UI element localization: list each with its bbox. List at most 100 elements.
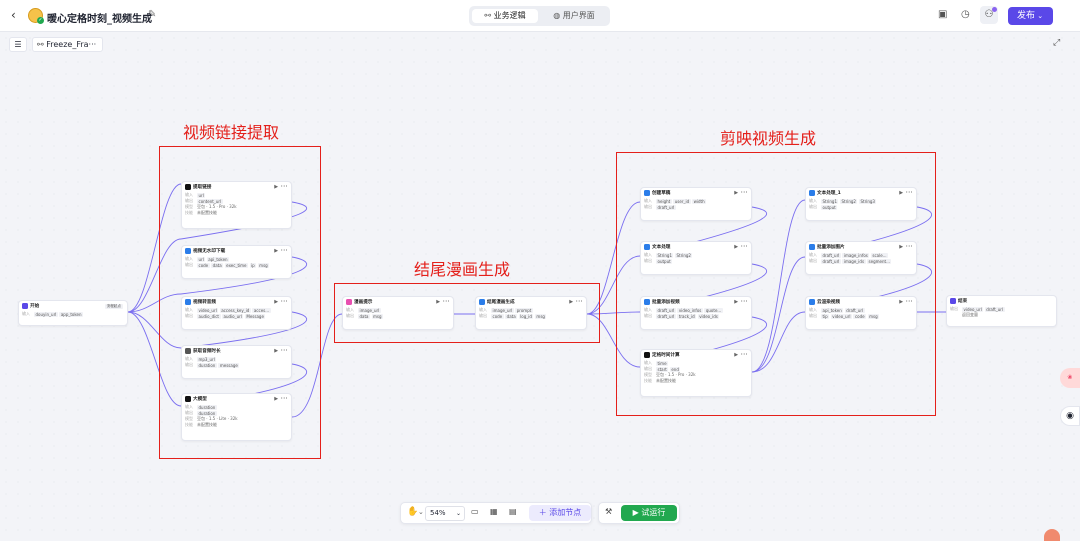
node-actions-icon[interactable]: ▶ ···: [569, 299, 583, 305]
param-chip: msg: [534, 313, 547, 319]
panel-toggle-button[interactable]: ☰: [9, 37, 27, 52]
param-chip: output: [821, 204, 838, 210]
row-label: 输出: [185, 410, 193, 415]
node-actions-icon[interactable]: ▶ ···: [734, 352, 748, 358]
param-chip: String1: [821, 198, 839, 204]
calendar-icon[interactable]: ▣: [938, 9, 948, 20]
param-chip: draft_url: [656, 307, 676, 313]
param-chip: end: [669, 366, 681, 372]
node-actions-icon[interactable]: ▶ ···: [274, 299, 288, 305]
node-actions-icon[interactable]: ▶ ···: [734, 244, 748, 250]
tab-business-logic-label: 业务逻辑: [493, 11, 526, 20]
node-actions-icon[interactable]: ▶ ···: [734, 299, 748, 305]
node-actions-icon[interactable]: ▶ ···: [274, 348, 288, 354]
debug-icon[interactable]: ⚒: [605, 507, 613, 516]
flow-icon: ⚯: [484, 11, 494, 20]
node-actions-icon[interactable]: ▶ ···: [899, 299, 913, 305]
node-actions-icon[interactable]: ▶ ···: [436, 299, 450, 305]
chevron-down-icon[interactable]: ⌄: [418, 508, 424, 516]
edge: [180, 201, 308, 240]
tab-user-interface-label: 用户界面: [562, 11, 595, 20]
param-chip: draft_url: [821, 258, 841, 264]
collaborators-button[interactable]: ⚇: [980, 6, 998, 24]
node-actions-icon[interactable]: ▶ ···: [734, 190, 748, 196]
row-label: 输入: [185, 307, 193, 312]
param-chip: video_url: [962, 306, 984, 312]
param-chip: segment...: [867, 258, 892, 264]
row-label: 输入: [185, 256, 193, 261]
edge: [127, 311, 182, 349]
publish-button[interactable]: 发布 ⌄: [1008, 7, 1053, 25]
row-label: 输出: [809, 313, 817, 318]
llm-icon: [185, 396, 191, 402]
record-icon: ◉: [1066, 411, 1074, 421]
workflow-chip-label: Freeze_Fra···: [46, 40, 97, 49]
history-icon[interactable]: ◷: [961, 9, 970, 20]
add-node-button[interactable]: ＋ 添加节点: [529, 505, 591, 521]
text-icon: [809, 190, 815, 196]
param-chip: String2: [674, 252, 693, 258]
back-icon[interactable]: ‹: [11, 8, 16, 22]
node-actions-icon[interactable]: ▶ ···: [899, 244, 913, 250]
annotation-video-link: 视频链接提取: [183, 123, 280, 142]
test-run-label: 试运行: [641, 508, 666, 517]
page-title: 暖心定格时刻_视频生成: [47, 14, 152, 25]
workflow-canvas[interactable]: 视频链接提取 结尾漫画生成 剪映视频生成 ☰ ⚯ Freeze_Fra··· ⤢…: [0, 32, 1080, 541]
edge: [127, 293, 182, 313]
param-chip: code: [491, 313, 504, 319]
llm-icon: [185, 184, 191, 190]
workflow-chip[interactable]: ⚯ Freeze_Fra···: [32, 37, 103, 52]
minimap-icon[interactable]: ▤: [509, 507, 517, 516]
param-chip: code: [197, 262, 210, 268]
node-actions-icon[interactable]: ▶ ···: [274, 396, 288, 402]
comment-icon[interactable]: ▭: [471, 507, 479, 516]
float-assistant-button[interactable]: ❀: [1060, 368, 1080, 388]
param-chip: width: [692, 198, 707, 204]
node-title: 结束: [958, 299, 968, 304]
zoom-select[interactable]: 54%⌄: [425, 506, 465, 521]
node-actions-icon[interactable]: ▶ ···: [899, 190, 913, 196]
edge: [586, 201, 641, 315]
row-label: 输出: [809, 258, 817, 263]
run-toolbar: ⚒ ▶ 试运行: [598, 502, 680, 524]
plus-icon: ＋: [538, 508, 550, 517]
text-icon: [644, 244, 650, 250]
test-run-button[interactable]: ▶ 试运行: [621, 505, 677, 521]
node-title: 漫画提示: [354, 300, 373, 305]
tab-user-interface[interactable]: ◍ 用户界面: [541, 9, 607, 23]
node-actions-icon[interactable]: ▶ ···: [274, 248, 288, 254]
param-chip: draft_url: [656, 313, 676, 319]
annotation-ending-comic: 结尾漫画生成: [414, 260, 511, 279]
float-tool-button[interactable]: ◉: [1060, 406, 1080, 426]
row-label: 输出: [644, 313, 652, 318]
param-chip: quote...: [704, 307, 723, 313]
param-chip: draft_url: [984, 306, 1005, 312]
tab-business-logic[interactable]: ⚯ 业务逻辑: [472, 9, 538, 23]
edit-title-icon[interactable]: ✎: [148, 9, 157, 20]
node-actions-icon[interactable]: ▶ ···: [274, 184, 288, 190]
row-label: 输出: [346, 313, 354, 318]
add-node-label: 添加节点: [549, 508, 582, 517]
param-chip: data: [505, 313, 518, 319]
plugin-icon: [479, 299, 485, 305]
row-label: 输出: [809, 204, 817, 209]
hand-tool-icon[interactable]: ✋: [407, 507, 419, 517]
layout-icon[interactable]: ▦: [490, 507, 498, 516]
fullscreen-icon[interactable]: ⤢: [1053, 38, 1061, 48]
